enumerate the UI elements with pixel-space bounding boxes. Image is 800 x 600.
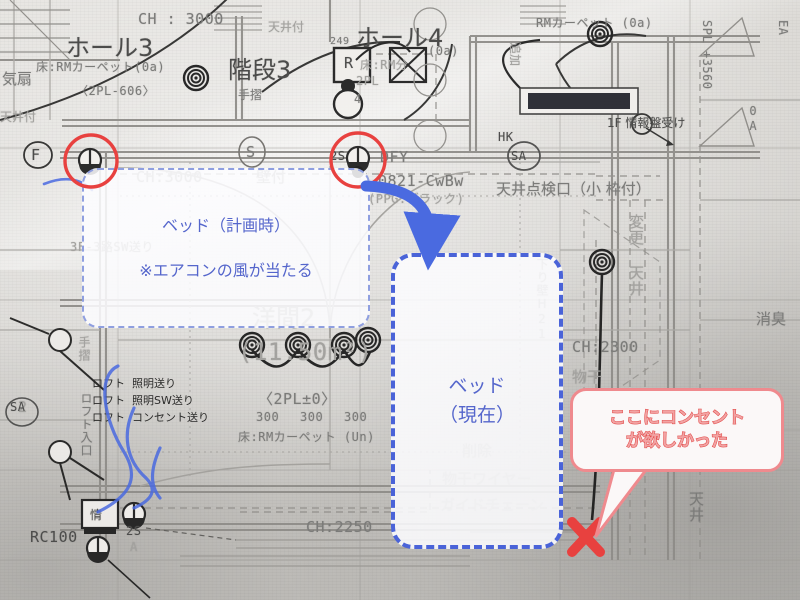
pen-note-0-label: ロフト [92, 377, 125, 390]
pen-note-1-text: 照明SW送り [132, 394, 194, 407]
label-dfy-color: (PPG.ブラック) [368, 192, 465, 206]
pen-note-2-text: コンセント送り [132, 411, 209, 424]
outlet-wish-callout[interactable]: ここにコンセント が欲しかった [570, 388, 784, 472]
label-spl-3560: SPL +3560 [700, 20, 714, 90]
bed-planned-annotation-box[interactable]: ベッド（計画時） ※エアコンの風が当たる [82, 168, 370, 328]
label-tesuri: 手摺 [77, 336, 91, 362]
label-floor-rm: 床:RM分 [360, 58, 409, 72]
label-oa: 0A [746, 104, 760, 134]
label-four: 4 [354, 92, 362, 106]
label-ceiling-mount: 天井付 [268, 20, 305, 34]
pen-note-1-label: ロフト [92, 394, 125, 407]
label-hall3-spec: 〈2PL-606〉 [76, 84, 156, 98]
label-sa-left: SA [10, 400, 26, 414]
hall4-fixtures [332, 41, 428, 120]
label-s-symbol: S [246, 143, 256, 161]
bed-current-line2: （現在） [438, 404, 515, 426]
label-dim-300-b: 300 [300, 410, 324, 424]
label-handrail: 手摺 [238, 88, 263, 102]
label-floor-rm-un: 床:RMカーペット (Un) [238, 430, 375, 444]
label-ch-3000-hall3: CH : 3000 [138, 10, 224, 28]
label-ch-2250: CH:2250 [306, 518, 373, 536]
label-2s-lower: 2S [126, 524, 142, 538]
label-monohoshi: 物干 [572, 368, 603, 386]
label-rc100: RC100 [30, 528, 78, 546]
bottom-left-fixtures [80, 498, 237, 599]
label-dfy: DFY [380, 148, 409, 166]
label-tsuika: 追加 [508, 42, 522, 67]
label-f-symbol: F [31, 146, 41, 164]
label-loft-entrance: ロフト入口 [79, 392, 93, 457]
label-sa-symbol: SA [511, 149, 527, 163]
label-a-mark: A [130, 540, 138, 554]
label-shoushuu: 消臭 [756, 310, 787, 328]
circled-symbols [5, 136, 541, 427]
label-ni: 2 [18, 398, 28, 416]
label-pl-zero: 〈2PL±0〉 [258, 390, 337, 408]
label-hall4: ホール4 [356, 24, 444, 52]
pen-note-2-label: ロフト [92, 411, 125, 424]
label-ch-2300: CH:2300 [572, 338, 639, 356]
bed-current-line1: ベッド [448, 374, 506, 397]
callout-line2: が欲しかった [626, 431, 729, 452]
bed-current-annotation-box[interactable]: ベッド （現在） [391, 253, 563, 549]
info-panel-symbol [502, 38, 674, 146]
label-jou: 情 [90, 508, 103, 522]
label-hk: HK [498, 130, 514, 144]
label-zero-a: (0a) [428, 44, 459, 58]
label-dim-300-a: 300 [256, 410, 280, 424]
label-relay-box: R [344, 54, 354, 72]
label-hall3: ホール3 [66, 34, 154, 62]
label-ceiling-hatch: 天井点検口（小 枠付） [496, 180, 651, 198]
label-stairs3: 階段3 [228, 56, 292, 84]
label-dim-300-c: 300 [344, 410, 368, 424]
label-ea: EA [776, 20, 790, 36]
pen-note-0-text: 照明送り [132, 377, 176, 390]
label-fan: 気扇 [2, 70, 33, 88]
label-2s-top: 2S [330, 149, 346, 163]
label-dfy-model: 0821-CwBw [378, 172, 464, 190]
label-spl-note: 2PL [356, 74, 380, 88]
label-rm-carpet-0a: RMカーペット (0a) [536, 16, 653, 30]
bed-planned-line1: ベッド（計画時） [161, 215, 290, 235]
label-info-panel: 1F 情報盤受け [607, 116, 686, 130]
label-ceiling-mount-2: 天井付 [0, 110, 37, 124]
label-dim-249: 249 [330, 36, 350, 47]
downlight-row [238, 326, 382, 368]
bed-planned-line2: ※エアコンの風が当たる [139, 261, 313, 280]
callout-line1: ここにコンセント [609, 408, 746, 429]
label-hall3-floor: 床:RMカーペット(0a) [36, 60, 166, 74]
label-washitsu-area: (11.50m²) [238, 338, 373, 366]
label-henkou-tenjou-2: 変更 天井 [627, 214, 645, 297]
